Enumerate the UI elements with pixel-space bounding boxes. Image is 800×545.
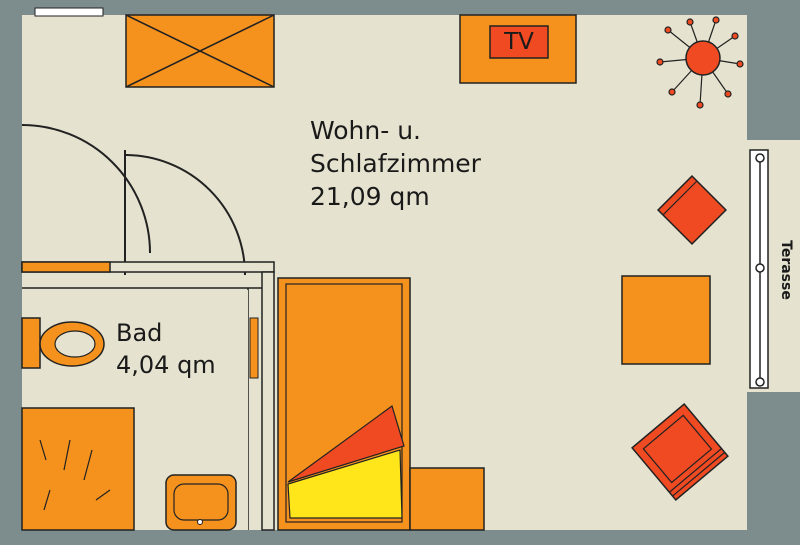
shower: [21, 407, 135, 531]
nightstand: [409, 467, 485, 531]
sink-basin: [173, 483, 229, 521]
bathroom-name: Bad: [116, 319, 163, 347]
terrace-label: Terasse: [778, 240, 794, 300]
tv-screen: [489, 25, 549, 59]
sink-drain: [197, 519, 203, 525]
wardrobe-cross-b: [125, 14, 275, 88]
armchair: [631, 403, 729, 501]
living-room-area: 21,09 qm: [310, 182, 430, 211]
terrace-hinge-top: [755, 153, 765, 163]
tv-label: TV: [504, 29, 534, 55]
chair-top: [656, 174, 728, 246]
door-swing-left: [21, 124, 151, 254]
terrace-hinge-mid: [755, 263, 765, 273]
window-top-left: [34, 7, 104, 17]
bathroom-label: Bad 4,04 qm: [116, 318, 216, 381]
bed-blanket-fold: [287, 405, 405, 483]
terrace-hinge-bottom: [755, 377, 765, 387]
toilet-tank: [21, 317, 41, 369]
living-room-label: Wohn- u. Schlafzimmer 21,09 qm: [310, 114, 481, 213]
living-room-name-line1: Wohn- u.: [310, 116, 421, 145]
toilet-seat: [54, 330, 96, 358]
bathroom-area: 4,04 qm: [116, 350, 216, 379]
table: [621, 275, 711, 365]
bath-wall-right: [261, 271, 275, 531]
door-swing-main: [124, 154, 246, 276]
shower-drain-marks: [39, 439, 111, 511]
plant-pot: [685, 40, 721, 76]
living-room-name-line2: Schlafzimmer: [310, 149, 481, 178]
plant: [656, 16, 744, 109]
bath-wall-top-fill: [21, 261, 111, 273]
bed-pillow: [287, 449, 403, 519]
bath-door-frame: [249, 317, 259, 379]
